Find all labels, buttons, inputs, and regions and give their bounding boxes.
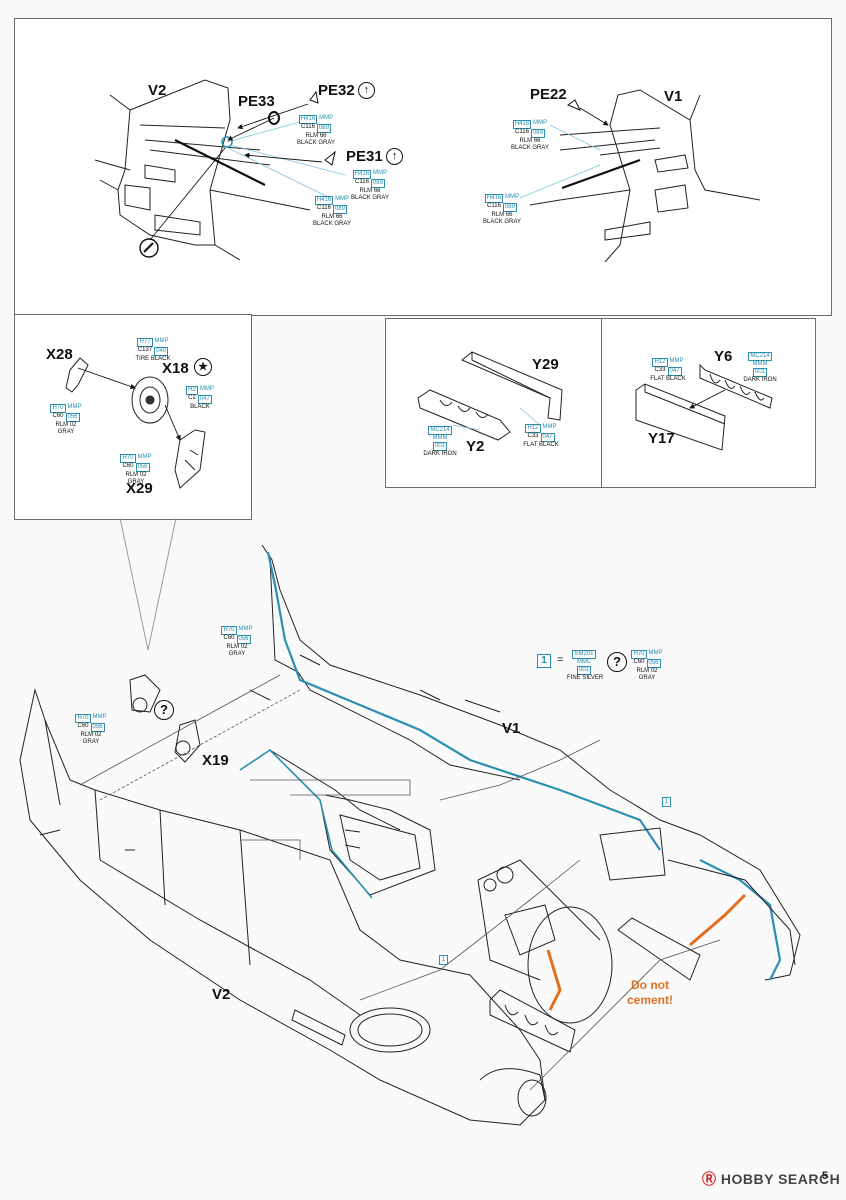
- gear-parts: [65, 357, 206, 489]
- part-label-pe32: PE32: [318, 82, 355, 99]
- pe32-up-arrow-icon: ↑: [358, 82, 375, 99]
- pe-strip-right: [561, 158, 641, 190]
- glue-brush-icon: [143, 242, 154, 253]
- gear-question-icon: ?: [154, 700, 174, 720]
- legend-question-icon: ?: [607, 652, 627, 672]
- pe33-ring-part: [268, 111, 280, 125]
- view-label-v1-top: V1: [664, 88, 683, 105]
- no-cement-edge: [546, 949, 562, 1011]
- fuselage-edge-highlight: [266, 551, 782, 981]
- pe31-up-arrow-icon: ↑: [386, 148, 403, 165]
- fuselage-half-v2-detail: [94, 79, 311, 261]
- pe31-part: [324, 150, 336, 166]
- paint-callout-dark-iron-y6: MC214 MMM 001 DARK IRON: [743, 352, 777, 383]
- part-label-y17: Y17: [648, 430, 675, 447]
- gear-callout: [119, 517, 177, 651]
- legend-silver-paint: SM201 MMC 001 FINE SILVER: [567, 650, 604, 681]
- part-label-x19: X19: [202, 752, 229, 769]
- view-label-v1-main: V1: [502, 720, 521, 737]
- pe22-part: [566, 99, 582, 111]
- loose-parts: [129, 674, 796, 1053]
- view-label-v2-main: V2: [212, 986, 231, 1003]
- glue-symbol-left: [139, 238, 159, 258]
- hobby-search-watermark: Ⓡ HOBBY SEARCH: [702, 1171, 841, 1187]
- fuselage-main: [19, 544, 801, 1126]
- silver-marker-fuselage: 1: [439, 955, 448, 965]
- x18-star-icon: ★: [194, 358, 212, 376]
- y29-leaders: [451, 407, 541, 431]
- arrow-lines-left: [149, 103, 323, 241]
- paint-callout-dark-iron-y2: MC214 MMM 001 DARK IRON: [423, 426, 457, 457]
- part-label-x28: X28: [46, 346, 73, 363]
- leader-lines-right: [519, 124, 601, 199]
- y29-parts: [417, 351, 563, 441]
- view-label-v2-top: V2: [148, 82, 167, 99]
- part-label-pe31: PE31: [346, 148, 383, 165]
- pe-strip-left: [174, 139, 266, 186]
- part-label-pe22: PE22: [530, 86, 567, 103]
- part-label-y29: Y29: [532, 356, 559, 373]
- pe32-part: [309, 90, 319, 104]
- y6-arrow: [689, 389, 726, 409]
- part-label-y6: Y6: [714, 348, 733, 365]
- do-not-cement-warning: Do not cement!: [626, 978, 673, 1007]
- legend-number: 1: [537, 654, 551, 668]
- silver-marker-nose: 1: [662, 797, 671, 807]
- guide-lines: [79, 674, 721, 1091]
- pe33-ring-position: [221, 136, 233, 148]
- legend-equals: =: [557, 654, 564, 666]
- page-number: 5: [822, 1170, 829, 1182]
- part-label-y2: Y2: [466, 438, 485, 455]
- gear-arrows: [77, 367, 181, 441]
- y29-panel: [385, 318, 603, 488]
- cockpit-edge-highlight: [239, 748, 373, 899]
- no-cement-edge-nose: [689, 893, 747, 947]
- cockpit-tub: [239, 749, 436, 896]
- y6-panel: [601, 318, 816, 488]
- part-label-x18: X18: [162, 360, 189, 377]
- arrow-pe22: [579, 107, 609, 126]
- engine-assembly: [477, 859, 613, 1024]
- gear-panel: [14, 314, 252, 520]
- top-panel: [14, 18, 832, 316]
- part-label-pe33: PE33: [238, 93, 275, 110]
- y6-parts: [635, 363, 773, 451]
- part-label-x29: X29: [126, 480, 153, 497]
- fuselage-half-v1-detail: [529, 89, 761, 263]
